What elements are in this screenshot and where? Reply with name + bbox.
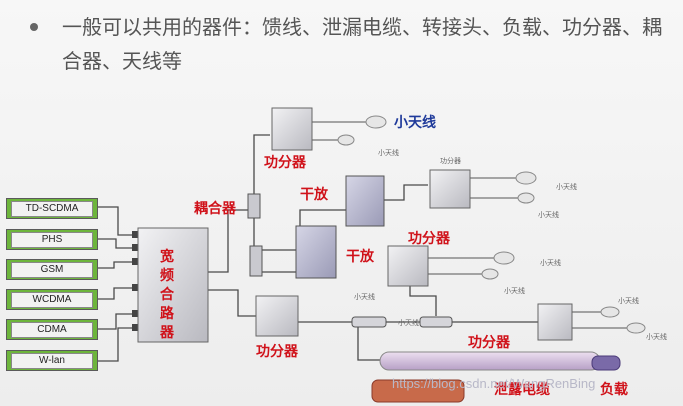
system-cdma: CDMA xyxy=(6,319,98,340)
leaky-cable xyxy=(379,351,601,371)
splitter-bottom-label: 功分器 xyxy=(256,344,298,360)
ant-text-5: 小天线 xyxy=(504,287,525,295)
coupler-device xyxy=(247,193,261,219)
inline-coupler-1 xyxy=(351,316,387,328)
splitter-bottom-box xyxy=(255,295,299,337)
amp-top-box xyxy=(345,175,385,227)
system-wlan: W-lan xyxy=(6,350,98,371)
bullet-dot-icon xyxy=(30,23,38,31)
splitter-small-box xyxy=(429,169,471,209)
splitter-small-text: 功分器 xyxy=(440,157,461,165)
ant-text-3: 小天线 xyxy=(538,211,559,219)
feeder-cables xyxy=(98,134,538,362)
diagram-graphics xyxy=(98,107,646,403)
cable-reel xyxy=(371,379,465,403)
amp-mid-label: 干放 xyxy=(346,249,374,265)
combiner-label: 宽频合路器 xyxy=(160,249,174,341)
das-diagram: TD-SCDMA PHS GSM WCDMA CDMA W-lan 宽频合路器 … xyxy=(0,92,683,406)
splitter-top-label: 功分器 xyxy=(264,155,306,171)
splitter-mid-box xyxy=(387,245,429,287)
ant-text-9: 小天线 xyxy=(646,333,667,341)
ant-text-2: 小天线 xyxy=(556,183,577,191)
leaky-cable-label: 泄露电缆 xyxy=(494,382,550,398)
ant-text-4: 小天线 xyxy=(540,259,561,267)
antenna-icons xyxy=(337,115,646,334)
bullet-text: 一般可以共用的器件：馈线、泄漏电缆、转接头、负载、功分器、耦合器、天线等 xyxy=(62,15,662,73)
coupler-device-2 xyxy=(249,245,263,277)
system-gsm: GSM xyxy=(6,259,98,280)
watermark: https://blog.csdn.net/WangRenBing xyxy=(392,376,596,391)
ant-text-6: 小天线 xyxy=(354,293,375,301)
antenna-feeds xyxy=(312,121,630,329)
ant-text-7: 小天线 xyxy=(398,319,419,327)
ant-text-1: 小天线 xyxy=(378,149,399,157)
splitter-right-box xyxy=(537,303,573,341)
combiner-ports xyxy=(132,231,140,331)
combiner-box xyxy=(137,227,209,343)
small-antenna-label: 小天线 xyxy=(394,115,436,131)
load-device xyxy=(591,355,621,371)
system-phs: PHS xyxy=(6,229,98,250)
system-wcdma: WCDMA xyxy=(6,289,98,310)
coupler-label: 耦合器 xyxy=(194,201,236,217)
amp-top-label: 干放 xyxy=(300,187,328,203)
load-label: 负载 xyxy=(600,382,628,398)
system-td-scdma: TD-SCDMA xyxy=(6,198,98,219)
inline-coupler-2 xyxy=(419,316,453,328)
amp-mid-box xyxy=(295,225,337,279)
splitter-top-box xyxy=(271,107,313,151)
splitter-right-label: 功分器 xyxy=(468,335,510,351)
splitter-mid-label: 功分器 xyxy=(408,231,450,247)
ant-text-8: 小天线 xyxy=(618,297,639,305)
